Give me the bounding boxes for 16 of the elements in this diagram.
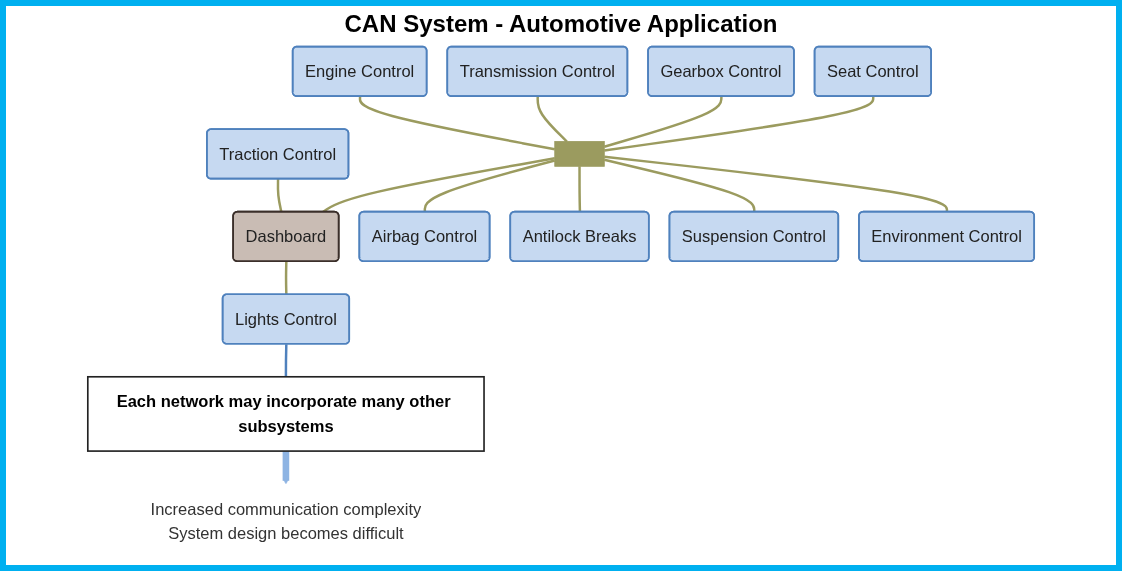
- connector: [284, 344, 288, 377]
- node-bar: [554, 141, 605, 167]
- connector: [604, 155, 949, 213]
- connector: [423, 159, 556, 213]
- connector: [603, 96, 723, 148]
- connector: [604, 96, 875, 152]
- connector: [276, 179, 283, 213]
- connector: [284, 261, 288, 295]
- diagram-title: CAN System - Automotive Application: [344, 10, 778, 38]
- arrow: [282, 450, 290, 485]
- node-text: Increased communication complexity System design becomes difficult: [150, 499, 422, 543]
- connector: [536, 96, 568, 143]
- connector: [358, 96, 555, 151]
- node-box: Each network may incorporate many other subsystems: [86, 375, 485, 452]
- connector: [578, 166, 582, 213]
- connector: [604, 158, 756, 213]
